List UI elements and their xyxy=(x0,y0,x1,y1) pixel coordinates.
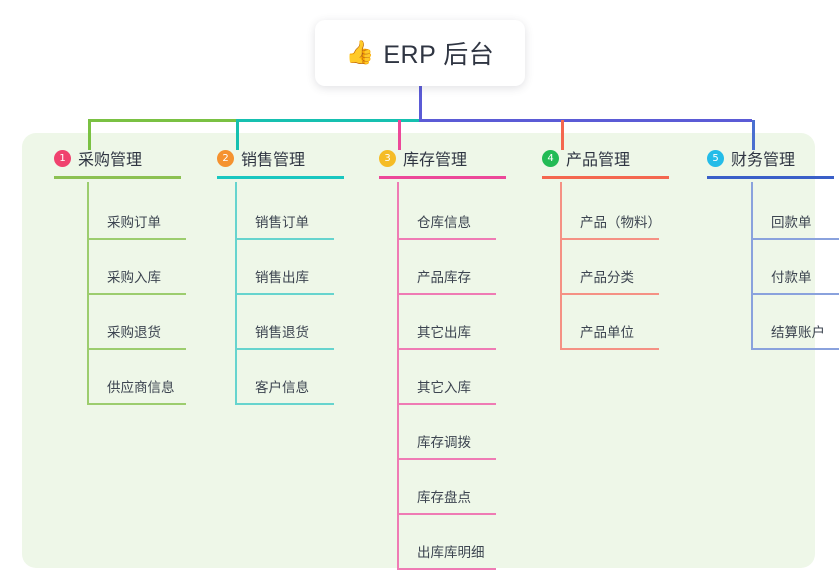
root-node-title: ERP 后台 xyxy=(383,41,495,69)
column-header-2[interactable]: 2 销售管理 xyxy=(199,146,349,170)
leaf-item-label: 供应商信息 xyxy=(107,380,175,395)
leaf-item-underline xyxy=(752,293,839,295)
leaf-item-underline xyxy=(398,403,496,405)
column-stem-4 xyxy=(561,120,564,150)
leaf-item-label: 产品（物料） xyxy=(580,215,661,230)
leaf-item-label: 库存盘点 xyxy=(417,490,471,505)
column-badge-4: 4 xyxy=(542,149,559,167)
leaf-item-underline xyxy=(236,293,334,295)
thumbs-up-icon: 👍 xyxy=(345,39,375,66)
column-badge-5: 5 xyxy=(707,149,724,167)
leaf-item-label: 采购订单 xyxy=(107,215,161,230)
leaf-item-label: 销售订单 xyxy=(255,215,309,230)
leaf-item-underline xyxy=(398,568,496,570)
column-2: 2 销售管理 xyxy=(199,146,349,179)
leaf-item-label: 销售退货 xyxy=(255,325,309,340)
column-stem-2 xyxy=(236,120,239,150)
column-underline-4 xyxy=(542,176,669,179)
root-node[interactable]: 👍 ERP 后台 xyxy=(315,20,525,86)
leaf-item-underline xyxy=(752,348,839,350)
leaf-item-underline xyxy=(88,238,186,240)
column-underline-3 xyxy=(379,176,506,179)
leaf-item-label: 付款单 xyxy=(771,270,812,285)
leaf-item-label: 其它出库 xyxy=(417,325,471,340)
leaf-item-label: 结算账户 xyxy=(771,325,825,340)
column-3: 3 库存管理 xyxy=(361,146,511,179)
column-title-5: 财务管理 xyxy=(731,152,796,169)
leaf-item-underline xyxy=(398,238,496,240)
leaf-item-label: 出库库明细 xyxy=(417,545,485,560)
connector-bar-segment xyxy=(419,119,752,122)
leaf-item-label: 销售出库 xyxy=(255,270,309,285)
column-spine-3 xyxy=(397,182,399,570)
leaf-item-underline xyxy=(398,348,496,350)
column-title-4: 产品管理 xyxy=(566,152,631,169)
column-underline-1 xyxy=(54,176,181,179)
leaf-item-underline xyxy=(88,293,186,295)
leaf-item-underline xyxy=(88,403,186,405)
diagram-panel xyxy=(22,133,815,568)
leaf-item-underline xyxy=(398,293,496,295)
connector-bar-segment xyxy=(236,119,421,122)
column-badge-1: 1 xyxy=(54,149,71,167)
leaf-item-underline xyxy=(236,348,334,350)
leaf-item-label: 库存调拨 xyxy=(417,435,471,450)
leaf-item-label: 产品单位 xyxy=(580,325,634,340)
column-underline-2 xyxy=(217,176,344,179)
leaf-item-label: 其它入库 xyxy=(417,380,471,395)
column-title-2: 销售管理 xyxy=(241,152,306,169)
leaf-item-underline xyxy=(236,238,334,240)
leaf-item-underline xyxy=(561,348,659,350)
leaf-item-underline xyxy=(752,238,839,240)
column-1: 1 采购管理 xyxy=(36,146,186,179)
leaf-item-underline xyxy=(236,403,334,405)
leaf-item-underline xyxy=(398,513,496,515)
leaf-item-underline xyxy=(561,238,659,240)
leaf-item-label: 回款单 xyxy=(771,215,812,230)
column-4: 4 产品管理 xyxy=(524,146,674,179)
column-stem-1 xyxy=(88,120,91,150)
column-header-1[interactable]: 1 采购管理 xyxy=(36,146,186,170)
column-5: 5 财务管理 xyxy=(689,146,839,179)
leaf-item-label: 采购入库 xyxy=(107,270,161,285)
column-title-1: 采购管理 xyxy=(78,152,143,169)
column-badge-2: 2 xyxy=(217,149,234,167)
root-connector-stem xyxy=(419,86,422,122)
leaf-item-label: 产品库存 xyxy=(417,270,471,285)
column-header-4[interactable]: 4 产品管理 xyxy=(524,146,674,170)
column-badge-3: 3 xyxy=(379,149,396,167)
column-header-3[interactable]: 3 库存管理 xyxy=(361,146,511,170)
column-title-3: 库存管理 xyxy=(403,152,468,169)
leaf-item-underline xyxy=(398,458,496,460)
connector-bar-segment xyxy=(88,119,236,122)
leaf-item-underline xyxy=(88,348,186,350)
column-stem-3 xyxy=(398,120,401,150)
leaf-item-label: 采购退货 xyxy=(107,325,161,340)
leaf-item-underline xyxy=(561,293,659,295)
leaf-item-label: 客户信息 xyxy=(255,380,309,395)
column-underline-5 xyxy=(707,176,834,179)
column-stem-5 xyxy=(752,120,755,150)
column-spine-4 xyxy=(560,182,562,350)
column-spine-5 xyxy=(751,182,753,350)
leaf-item-label: 产品分类 xyxy=(580,270,634,285)
leaf-item-label: 仓库信息 xyxy=(417,215,471,230)
column-header-5[interactable]: 5 财务管理 xyxy=(689,146,839,170)
